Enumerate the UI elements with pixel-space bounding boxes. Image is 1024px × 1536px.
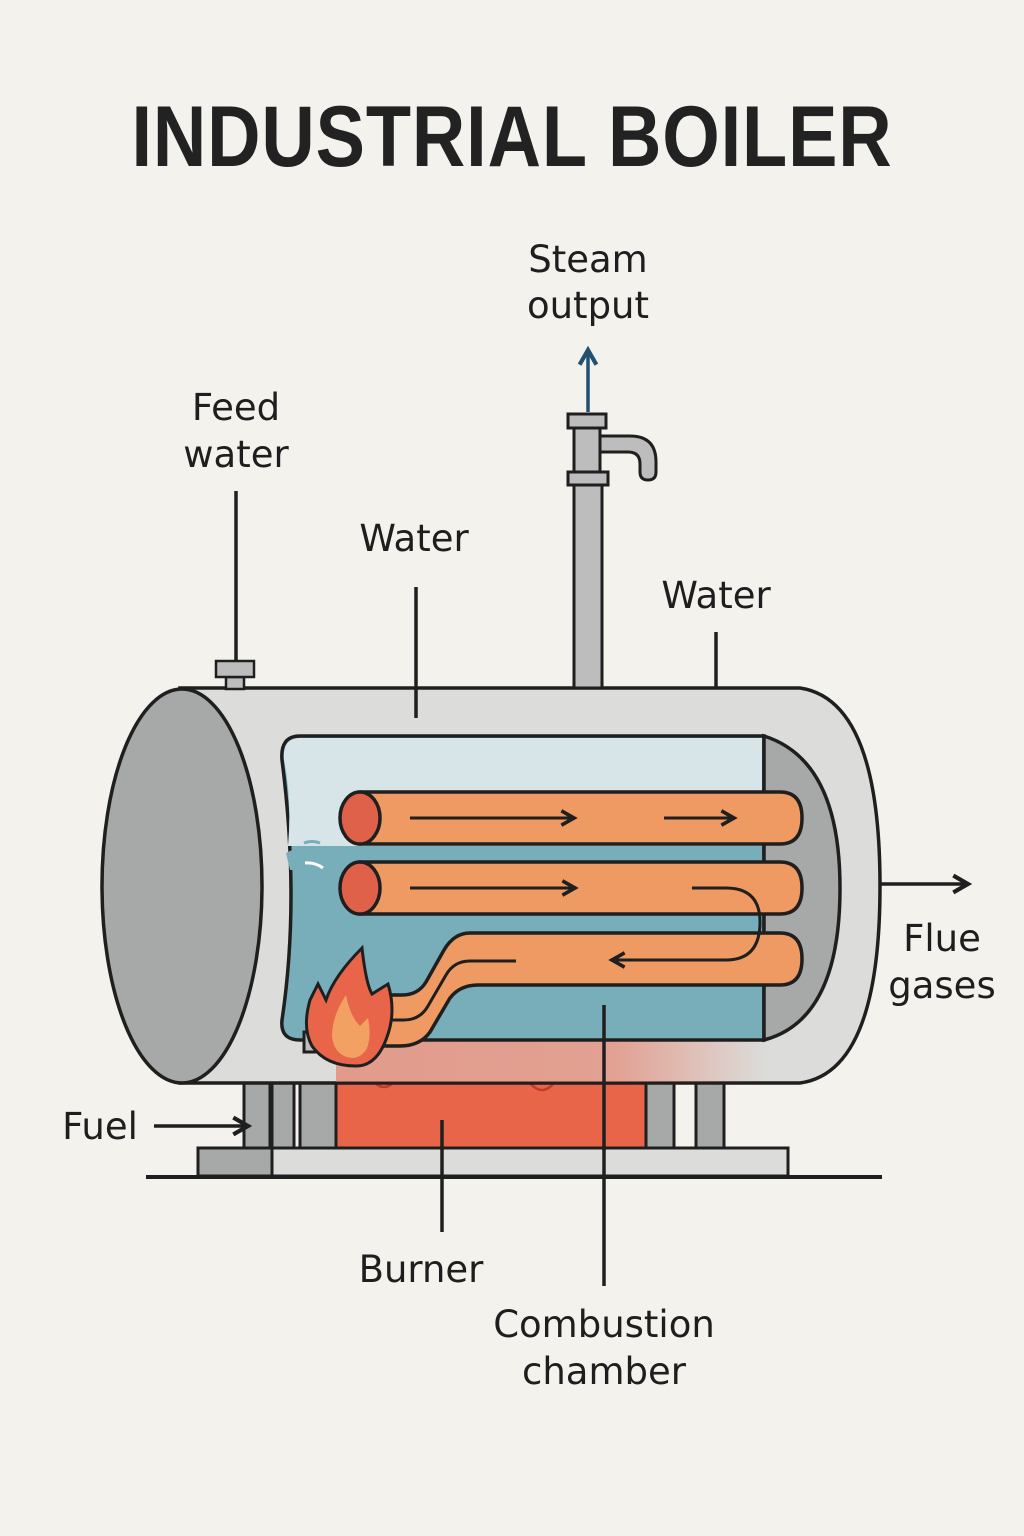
front-end-cap bbox=[100, 687, 264, 1085]
label-steam-output-line2: output bbox=[527, 284, 649, 327]
label-flue-gases-line1: Flue bbox=[903, 917, 981, 960]
fire-tube-1 bbox=[338, 790, 804, 846]
valve-spout bbox=[598, 434, 658, 482]
steam-outlet-pipe bbox=[566, 345, 658, 690]
flow-arrow-return bbox=[608, 886, 762, 969]
fire-tubes bbox=[338, 790, 804, 1048]
label-feed-water-line2: water bbox=[183, 433, 289, 476]
foundation bbox=[146, 1146, 882, 1179]
label-flue-gases-line2: gases bbox=[888, 964, 995, 1007]
fire-tube-3 bbox=[378, 886, 804, 1048]
flame-icon bbox=[302, 944, 394, 1068]
feed-water-inlet bbox=[214, 491, 256, 691]
label-fuel: Fuel bbox=[62, 1105, 138, 1148]
label-combustion-chamber-line2: chamber bbox=[522, 1350, 687, 1393]
label-water-left: Water bbox=[359, 517, 469, 560]
diagram-title: INDUSTRIAL BOILER bbox=[131, 89, 893, 185]
label-water-right: Water bbox=[661, 574, 771, 617]
fire-tube-2 bbox=[338, 860, 804, 916]
label-burner: Burner bbox=[359, 1248, 485, 1291]
label-combustion-chamber-line1: Combustion bbox=[493, 1303, 715, 1346]
label-steam-output-line1: Steam bbox=[528, 238, 647, 281]
label-feed-water-line1: Feed bbox=[192, 386, 280, 429]
